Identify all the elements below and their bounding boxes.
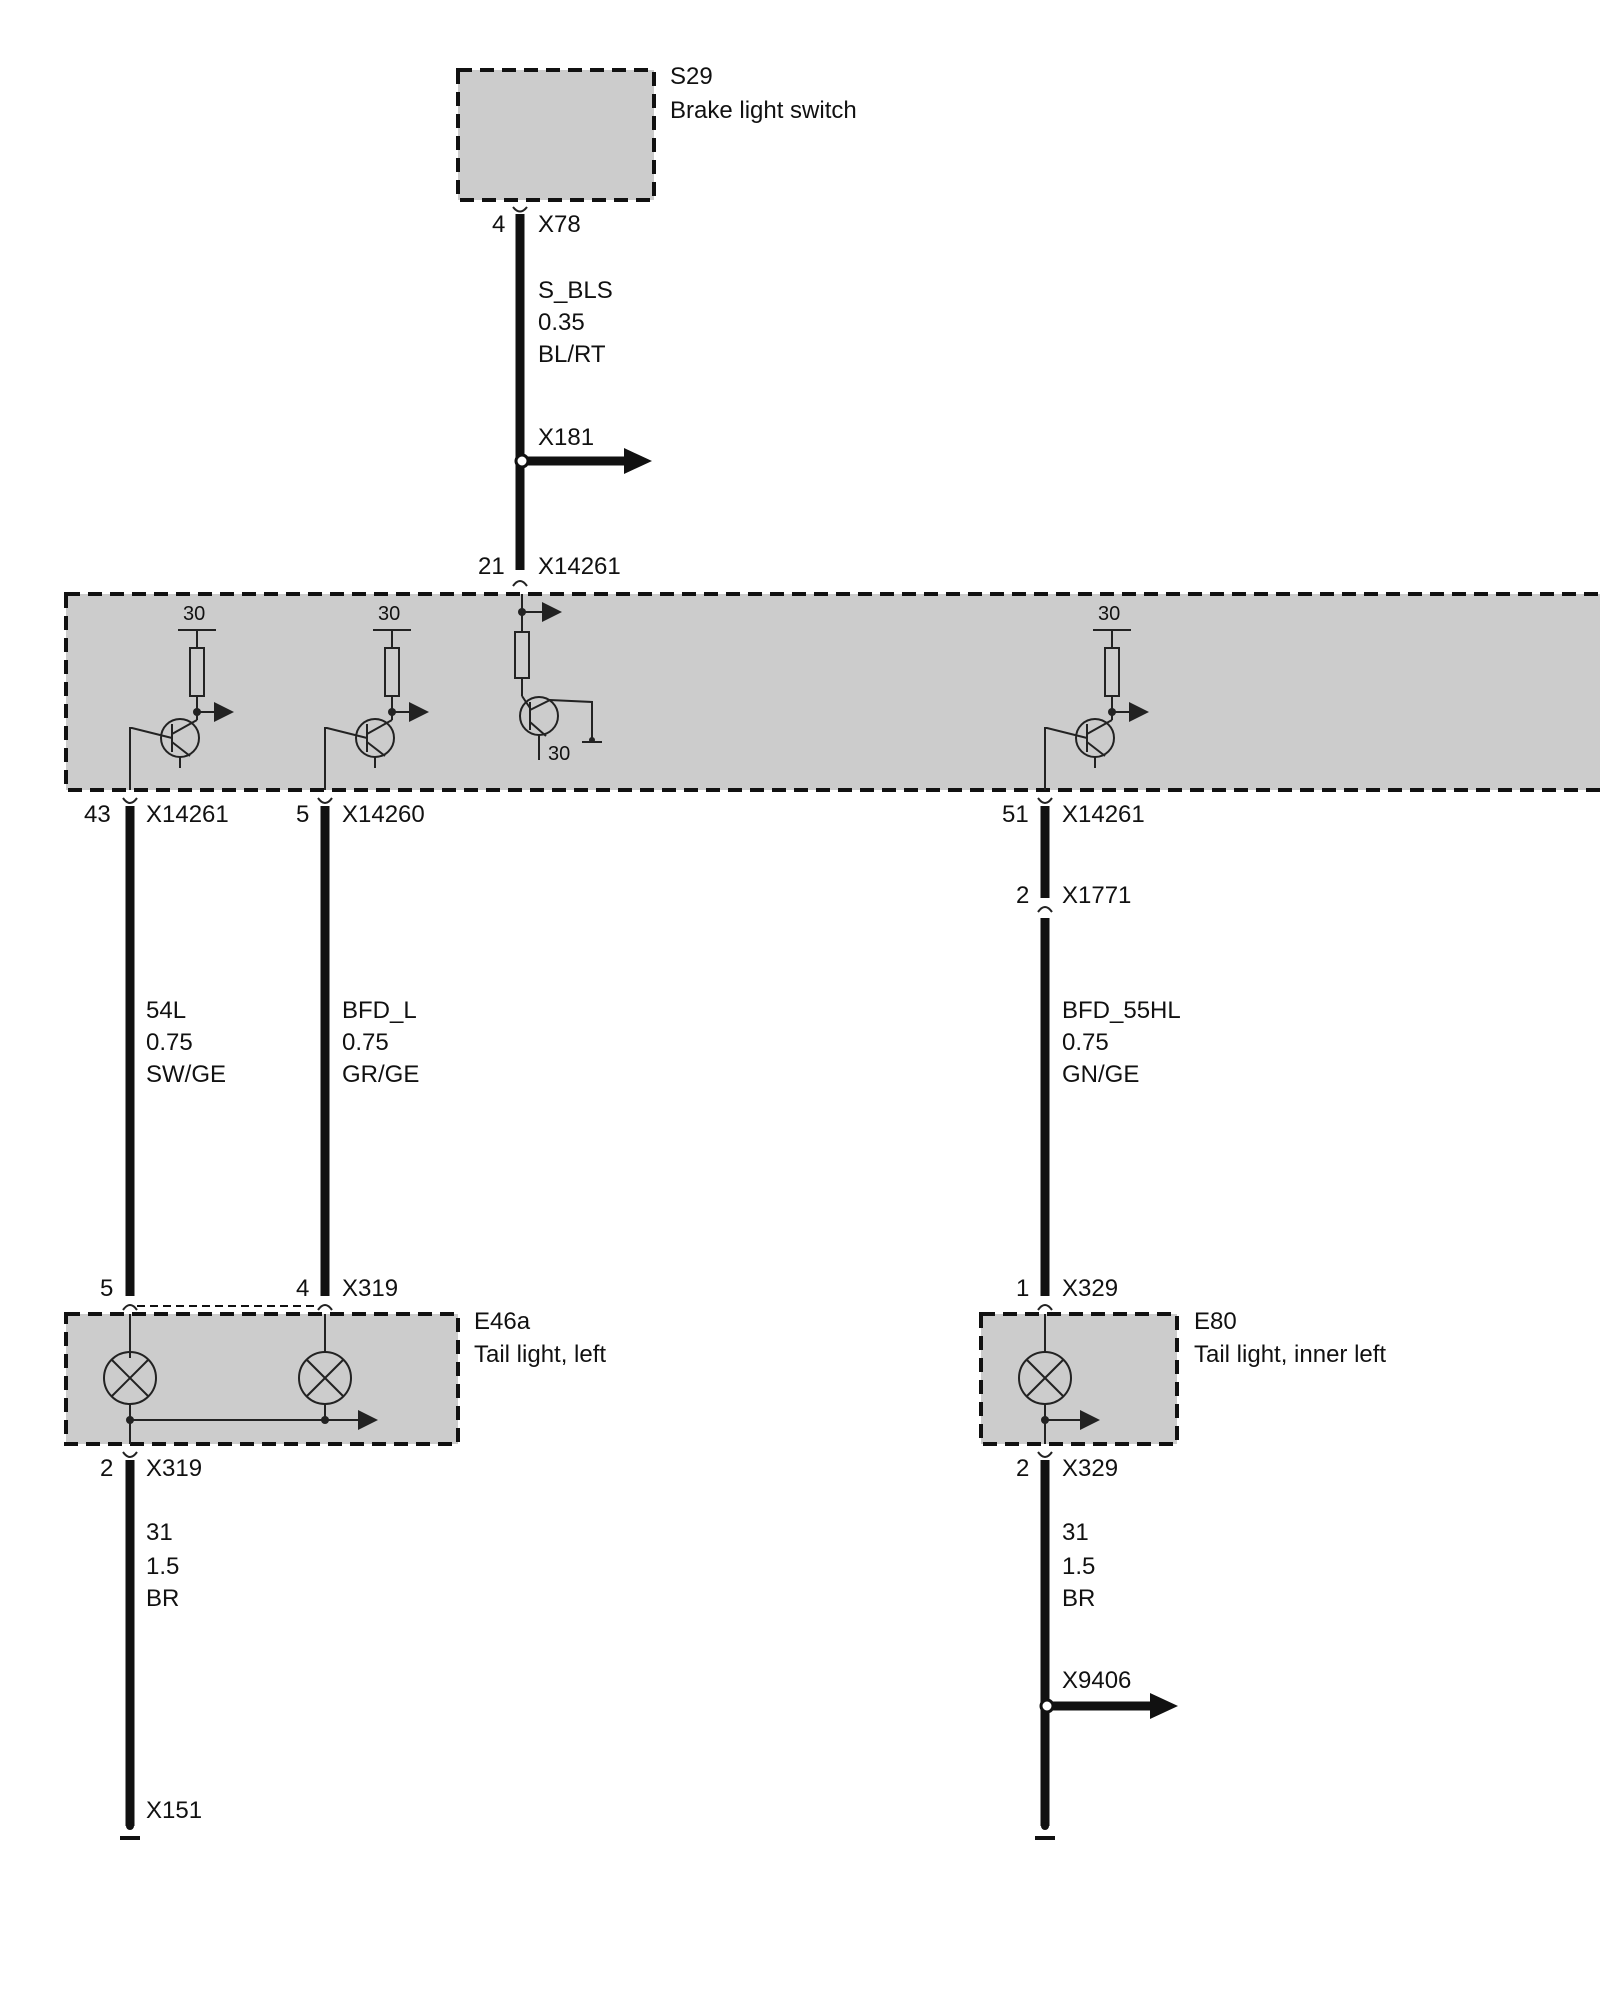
pin-label: 5 bbox=[296, 801, 309, 828]
connector-x319-pin2: 2 X319 bbox=[100, 1451, 202, 1482]
input-stage: 30 bbox=[514, 594, 602, 765]
connector-x329-pin1: 1 X329 bbox=[1016, 1275, 1118, 1311]
wire-gauge: 1.5 bbox=[1062, 1553, 1095, 1580]
connector-label: X1771 bbox=[1062, 882, 1131, 909]
wire-ground-left-label: 31 1.5 BR bbox=[146, 1519, 179, 1612]
wire-gauge: 0.35 bbox=[538, 309, 585, 336]
e46a-name: Tail light, left bbox=[474, 1341, 606, 1368]
wire-gauge: 0.75 bbox=[1062, 1029, 1109, 1056]
brake-light-switch-component: S29 Brake light switch bbox=[456, 63, 857, 202]
connector-x14261-pin51: 51 X14261 bbox=[1002, 797, 1145, 828]
wire-signal: 31 bbox=[146, 1519, 173, 1546]
tail-light-inner-left-component: E80 Tail light, inner left bbox=[979, 1308, 1386, 1446]
wire-gauge: 1.5 bbox=[146, 1553, 179, 1580]
connector-label: X9406 bbox=[1062, 1667, 1131, 1694]
ground-terminal-right bbox=[1035, 1822, 1055, 1840]
splice-x9406: X9406 bbox=[1039, 1667, 1178, 1719]
output-driver-1: 30 bbox=[129, 603, 234, 790]
wire-signal: S_BLS bbox=[538, 277, 613, 304]
wire-color: GR/GE bbox=[342, 1061, 419, 1088]
connector-e46a-inputs: 5 4 X319 bbox=[100, 1275, 398, 1311]
pin-label: 2 bbox=[100, 1455, 113, 1482]
connector-label: X319 bbox=[146, 1455, 202, 1482]
arrow-icon bbox=[624, 448, 652, 474]
connector-label: X329 bbox=[1062, 1455, 1118, 1482]
wire-signal: BFD_L bbox=[342, 997, 417, 1024]
control-module: 30 30 bbox=[64, 592, 1600, 792]
wire-signal: 31 bbox=[1062, 1519, 1089, 1546]
s29-id: S29 bbox=[670, 63, 713, 90]
wire-color: SW/GE bbox=[146, 1061, 226, 1088]
splice-x181: X181 bbox=[514, 424, 652, 474]
pin-label: 2 bbox=[1016, 882, 1029, 909]
supply-label: 30 bbox=[1098, 603, 1120, 625]
connector-label: X78 bbox=[538, 211, 581, 238]
wire-gauge: 0.75 bbox=[146, 1029, 193, 1056]
wire-color: BL/RT bbox=[538, 341, 606, 368]
pin-label: 51 bbox=[1002, 801, 1029, 828]
output-driver-3: 30 bbox=[1044, 603, 1149, 790]
wire-color: GN/GE bbox=[1062, 1061, 1139, 1088]
output-driver-2: 30 bbox=[324, 603, 429, 790]
connector-x1771: 2 X1771 bbox=[1016, 882, 1131, 913]
connector-label: X151 bbox=[146, 1797, 202, 1824]
pin-label: 1 bbox=[1016, 1275, 1029, 1302]
pin-label: 43 bbox=[84, 801, 111, 828]
wire-color: BR bbox=[146, 1585, 179, 1612]
connector-label: X14260 bbox=[342, 801, 425, 828]
connector-x329-pin2: 2 X329 bbox=[1016, 1451, 1118, 1482]
connector-label: X319 bbox=[342, 1275, 398, 1302]
connector-label: X329 bbox=[1062, 1275, 1118, 1302]
wire-ground-right-label: 31 1.5 BR bbox=[1062, 1519, 1095, 1612]
connector-label: X14261 bbox=[146, 801, 229, 828]
wire-color: BR bbox=[1062, 1585, 1095, 1612]
pin-label: 4 bbox=[296, 1275, 309, 1302]
ground-x151: X151 bbox=[120, 1797, 202, 1840]
e80-id: E80 bbox=[1194, 1308, 1237, 1335]
connector-label: X14261 bbox=[538, 553, 621, 580]
s29-name: Brake light switch bbox=[670, 97, 857, 124]
connector-label: X181 bbox=[538, 424, 594, 451]
connector-x14260-pin5: 5 X14260 bbox=[296, 797, 425, 828]
wire-signal: 54L bbox=[146, 997, 186, 1024]
wire-bfd-55hl-label: BFD_55HL 0.75 GN/GE bbox=[1062, 997, 1181, 1088]
tail-light-left-component: E46a Tail light, left bbox=[64, 1308, 606, 1446]
wire-bfd-l-label: BFD_L 0.75 GR/GE bbox=[342, 997, 419, 1088]
arrow-icon bbox=[1150, 1693, 1178, 1719]
connector-label: X14261 bbox=[1062, 801, 1145, 828]
supply-label: 30 bbox=[183, 603, 205, 625]
supply-label: 30 bbox=[548, 743, 570, 765]
supply-label: 30 bbox=[378, 603, 400, 625]
e46a-id: E46a bbox=[474, 1308, 531, 1335]
connector-x14261-pin21: 21 X14261 bbox=[478, 553, 621, 587]
wire-signal: BFD_55HL bbox=[1062, 997, 1181, 1024]
wire-s-bls-label: S_BLS 0.35 BL/RT bbox=[538, 277, 613, 368]
connector-x14261-pin43: 43 X14261 bbox=[84, 797, 229, 828]
pin-label: 5 bbox=[100, 1275, 113, 1302]
e80-name: Tail light, inner left bbox=[1194, 1341, 1386, 1368]
connector-x78: 4 X78 bbox=[492, 206, 581, 238]
pin-label: 2 bbox=[1016, 1455, 1029, 1482]
pin-label: 4 bbox=[492, 211, 505, 238]
wire-54l-label: 54L 0.75 SW/GE bbox=[146, 997, 226, 1088]
wire-gauge: 0.75 bbox=[342, 1029, 389, 1056]
pin-label: 21 bbox=[478, 553, 505, 580]
